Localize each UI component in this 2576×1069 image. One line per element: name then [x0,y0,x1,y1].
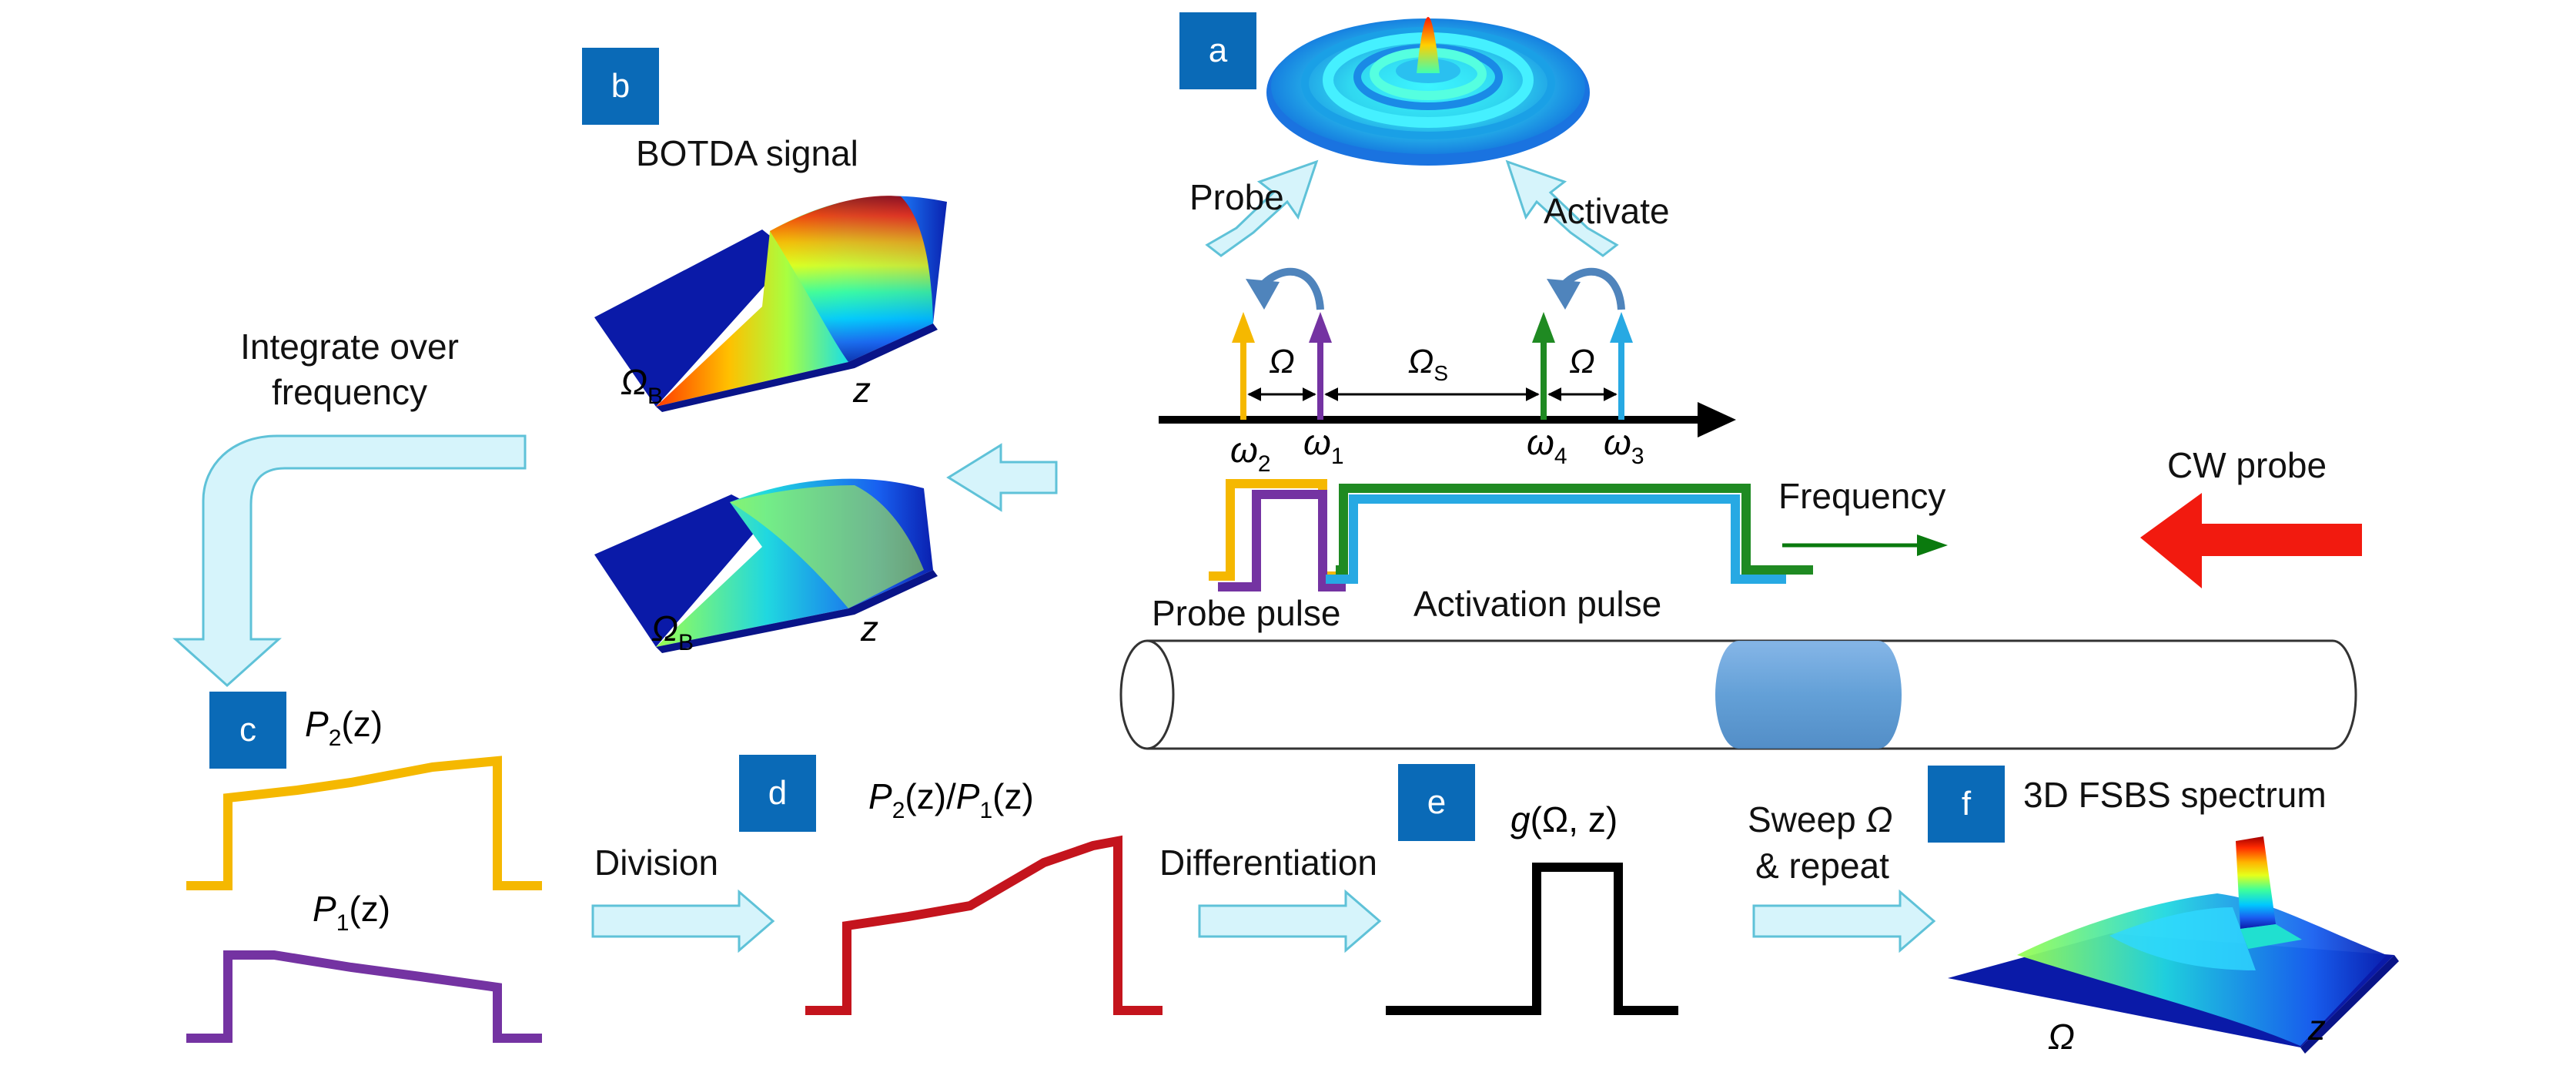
z-label-upper: z [852,370,871,410]
fsbs-spectrum-title: 3D FSBS spectrum [2023,775,2327,815]
omega3-pulse-trace [1326,494,1786,584]
gap-left-label: Ω [1269,343,1294,380]
panel-label-f: f [1962,785,1972,823]
panel-label-d-box [739,755,816,832]
probe-label: Probe [1189,177,1284,217]
p2-label: P2(z) [305,704,383,751]
panel-label-f-box [1928,766,2005,843]
integrate-arrow [172,434,527,688]
gain-trace [1386,863,1678,1015]
gain-label: g(Ω, z) [1510,799,1618,839]
curl-arrow-left-head [1246,279,1280,310]
panel-label-b: b [611,67,630,105]
integrate-label-line2: frequency [272,372,427,412]
fsbs-z-label: z [2307,1007,2326,1047]
botda-signal-title: BOTDA signal [636,133,858,173]
differentiation-label: Differentiation [1159,843,1377,883]
panel-label-a: a [1209,32,1228,69]
omega4-arrowhead [1532,312,1555,343]
panel-label-e-box [1398,764,1475,841]
p1-label: P1(z) [313,889,390,936]
ratio-label: P2(z)/P1(z) [868,776,1034,823]
panel-label-c: c [239,711,256,749]
fsbs-spectrum-surface [1948,836,2399,1054]
panel-label-a-box [1179,12,1256,89]
z-label-lower: z [860,608,878,648]
ring-surface-plot [1266,17,1590,166]
gap-mid-label: ΩS [1408,343,1448,385]
sweep-label-line1: Sweep Ω [1748,799,1892,839]
omega1-label: ω1 [1303,422,1344,469]
p1-trace [186,950,542,1043]
cw-probe-label: CW probe [2167,445,2327,485]
division-arrow [591,889,775,953]
botda-surface-upper [594,196,947,412]
optical-fiber [1119,639,2357,750]
frequency-axis-head [1698,402,1736,437]
omega-b-label-upper: ΩB [621,362,663,409]
differentiation-arrow [1198,889,1382,953]
ratio-trace [805,835,1163,1015]
omega3-label: ω3 [1604,422,1644,469]
sweep-label-line2: & repeat [1755,846,1889,886]
arrow-to-botda [946,443,1058,512]
omega-b-label-lower: ΩB [651,608,694,655]
frequency-shift-arrowhead [1917,534,1948,556]
activate-up-arrow [1505,159,1619,257]
omega2-arrowhead [1232,312,1255,343]
omega1-pulse-trace [1218,490,1346,591]
integrate-label-line1: Integrate over [240,327,459,367]
frequency-label: Frequency [1778,476,1945,516]
omega4-label: ω4 [1527,422,1567,469]
activate-label: Activate [1544,191,1670,231]
panel-label-b-box [582,48,659,125]
omega3-arrowhead [1610,312,1633,343]
panel-label-e: e [1427,783,1446,821]
fsbs-omega-label: Ω [2048,1017,2075,1057]
fiber-activated-section [1715,641,1902,749]
probe-up-arrow [1205,159,1319,257]
curl-arrow-right-head [1547,279,1581,310]
botda-surface-lower [594,478,938,653]
omega1-arrowhead [1309,312,1332,343]
omega2-label: ω2 [1230,430,1271,477]
p2-trace [186,756,542,890]
cw-probe-arrow [2140,493,2362,588]
curl-arrow-left [1258,268,1324,310]
panel-label-d: d [768,774,787,812]
curl-arrow-right [1559,268,1625,310]
panel-label-c-box [209,692,286,769]
activation-pulse-label: Activation pulse [1413,584,1661,624]
division-label: Division [594,843,718,883]
omega4-pulse-trace [1336,484,1813,575]
sweep-arrow [1752,889,1936,953]
gap-right-label: Ω [1569,343,1594,380]
probe-pulse-label: Probe pulse [1152,593,1341,633]
